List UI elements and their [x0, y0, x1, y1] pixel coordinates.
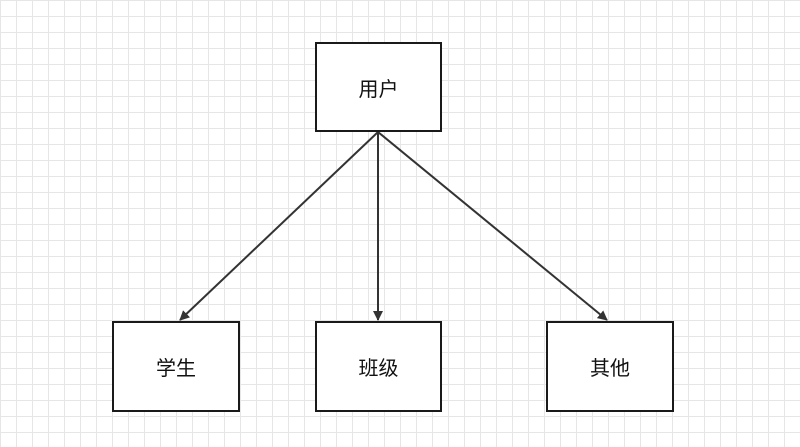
edge-root-to-left [179, 131, 379, 321]
node-other-label: 其他 [590, 356, 630, 380]
edge-root-to-right [377, 131, 608, 321]
node-student[interactable]: 学生 [112, 321, 240, 412]
node-user[interactable]: 用户 [315, 42, 442, 132]
node-class-label: 班级 [358, 356, 399, 380]
node-user-label: 用户 [358, 76, 399, 101]
node-student-label: 学生 [156, 356, 196, 380]
node-other[interactable]: 其他 [546, 321, 674, 412]
node-class[interactable]: 班级 [315, 321, 442, 412]
